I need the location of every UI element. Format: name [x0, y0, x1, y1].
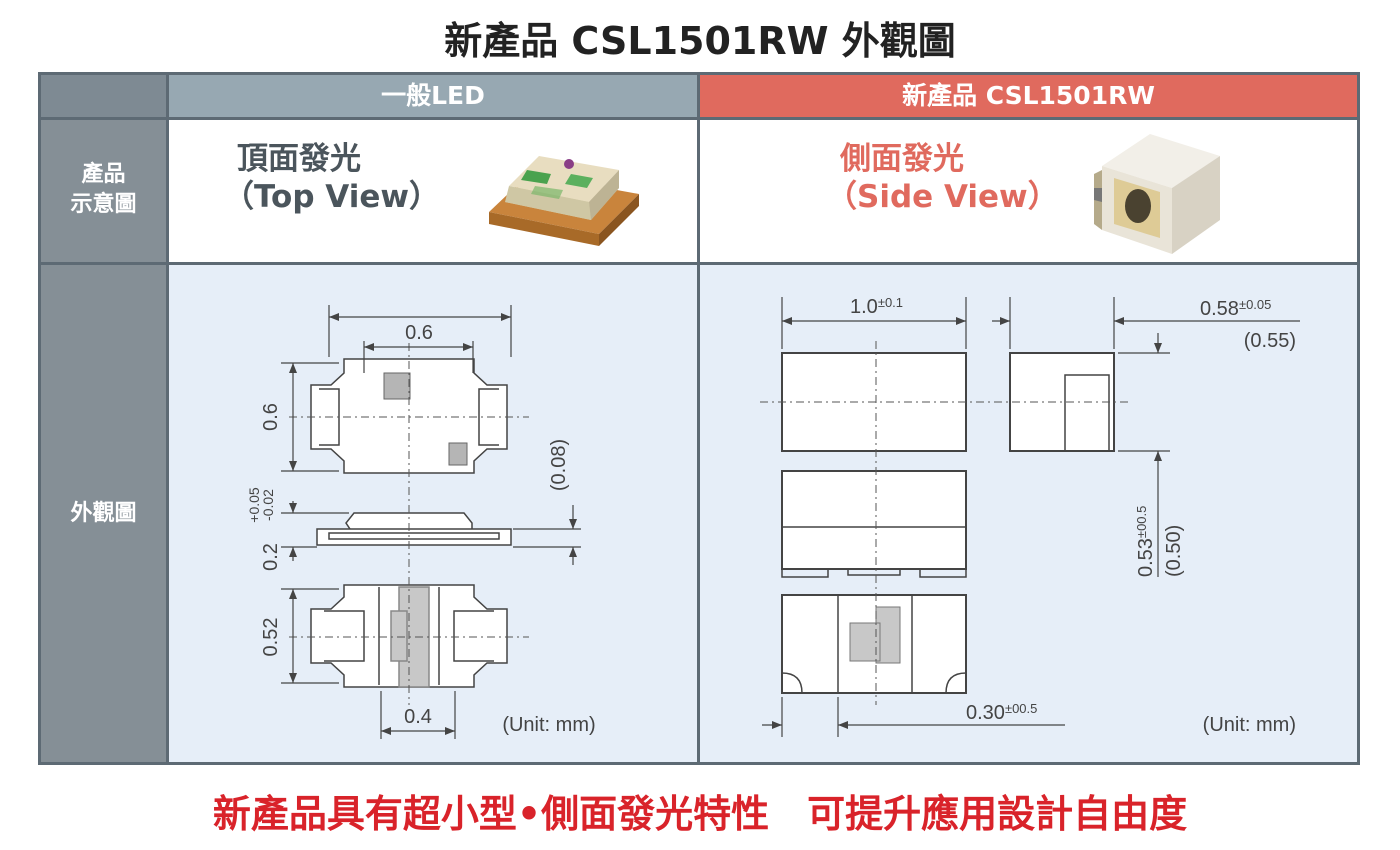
- right-unit-label: (Unit: mm): [1203, 714, 1296, 736]
- row-label-product-diagram: 產品 示意圖: [41, 120, 169, 265]
- side-view-dimension-svg: 1.0±0.1 0.58±0.05 (0.55) 0.53±00.5 (0.50…: [760, 295, 1300, 737]
- header-standard-led: 一般LED: [169, 75, 700, 120]
- header-new-product: 新產品 CSL1501RW: [700, 75, 1357, 120]
- dim-height: 0.6: [260, 403, 282, 431]
- dim-depth-tol: ±0.05: [1239, 297, 1271, 312]
- dim-depth-base: 0.58: [1200, 298, 1239, 320]
- dim-depth-ref: (0.55): [1244, 330, 1296, 352]
- top-view-product-cell: 頂面發光 （Top View）: [169, 120, 700, 265]
- top-view-caption: 頂面發光 （Top View）: [223, 140, 440, 216]
- dim-top-width: 0.6: [405, 322, 433, 344]
- page-title: 新產品 CSL1501RW 外觀圖: [444, 19, 956, 63]
- svg-text:1.0±0.1: 1.0±0.1: [850, 295, 903, 318]
- side-view-caption: 側面發光 （Side View）: [826, 140, 1059, 216]
- side-view-product-cell: 側面發光 （Side View）: [700, 120, 1357, 265]
- footer-tagline: 新產品具有超小型•側面發光特性 可提升應用設計自由度: [212, 792, 1188, 836]
- dim-height-ref: (0.50): [1163, 525, 1185, 577]
- dim-height-tol: ±00.5: [1134, 506, 1149, 538]
- side-view-caption-line1: 側面發光: [840, 141, 964, 177]
- dim-thickness: 0.2: [260, 543, 282, 571]
- top-view-caption-line2: （Top View）: [223, 179, 441, 215]
- top-view-led-photo: [489, 156, 639, 246]
- top-view-dimension-drawing: 0.6 0.6 0.2 +0.05 -0.02 (0.08) 0.52 0.4 …: [169, 265, 700, 762]
- dim-bottom-width: 0.4: [404, 706, 432, 728]
- row-label-exterior: 外觀圖: [41, 265, 169, 762]
- dim-pad-base: 0.30: [966, 702, 1005, 724]
- top-view-caption-line1: 頂面發光: [237, 141, 361, 177]
- comparison-table: 一般LED 新產品 CSL1501RW 產品 示意圖 外觀圖 頂面發光 （Top…: [38, 72, 1360, 765]
- dim-pad-tol: ±00.5: [1005, 701, 1037, 716]
- dim-step: (0.08): [548, 439, 570, 491]
- dim-width-tol: ±0.1: [878, 295, 903, 310]
- dim-bottom-height: 0.52: [260, 618, 282, 657]
- svg-text:0.53±00.5: 0.53±00.5: [1134, 506, 1157, 577]
- side-view-caption-line2: （Side View）: [826, 179, 1059, 215]
- dim-thickness-tol-plus: +0.05: [246, 487, 262, 523]
- dim-width-base: 1.0: [850, 296, 878, 318]
- dim-height-base: 0.53: [1135, 538, 1157, 577]
- row-label-product-diagram-line2: 示意圖: [70, 192, 137, 217]
- left-unit-label: (Unit: mm): [502, 714, 595, 736]
- svg-text:0.58±0.05: 0.58±0.05: [1200, 297, 1271, 320]
- dim-thickness-tol-minus: -0.02: [260, 489, 276, 521]
- side-view-dimension-drawing: 1.0±0.1 0.58±0.05 (0.55) 0.53±00.5 (0.50…: [700, 265, 1357, 762]
- svg-text:0.30±00.5: 0.30±00.5: [966, 701, 1037, 724]
- side-view-led-photo: [1094, 134, 1220, 254]
- top-view-dimension-svg: 0.6 0.6 0.2 +0.05 -0.02 (0.08) 0.52 0.4 …: [246, 305, 596, 739]
- row-label-product-diagram-line1: 產品: [81, 162, 126, 187]
- table-corner: [41, 75, 169, 120]
